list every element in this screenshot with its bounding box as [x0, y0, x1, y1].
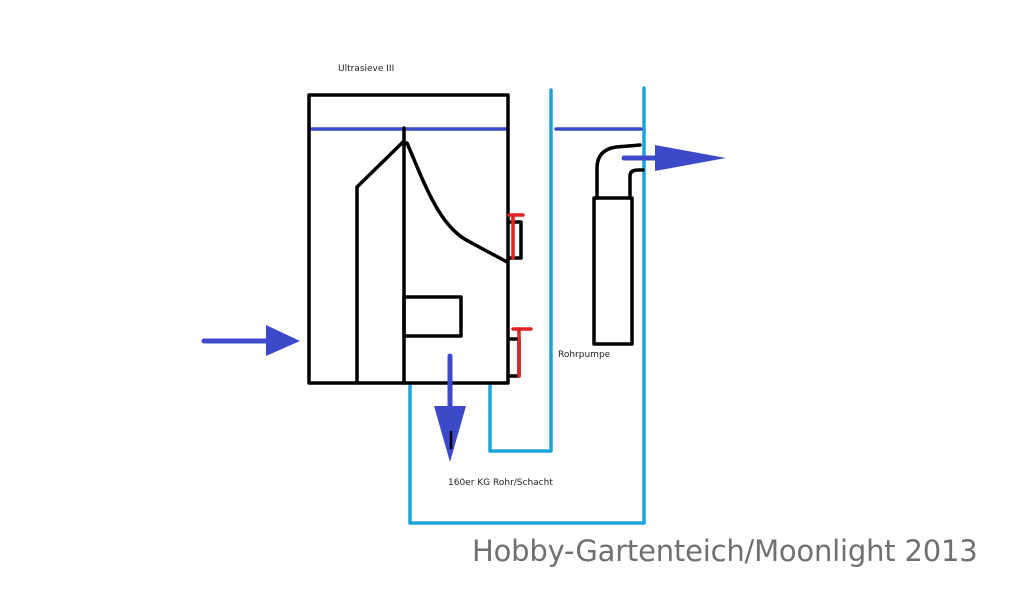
watermark: Hobby-Gartenteich/Moonlight 2013: [472, 534, 978, 568]
tube-pump: [592, 143, 645, 346]
inner-pipe: [488, 88, 553, 453]
pump-riser-inner: [628, 168, 645, 200]
pipe-label: 160er KG Rohr/Schacht: [448, 478, 553, 488]
sieve-outlet-box: [402, 295, 463, 338]
pump-body: [592, 196, 634, 346]
drain-arrow: [434, 353, 466, 462]
valve-handles: [507, 213, 533, 378]
inlet-arrow: [201, 325, 300, 356]
pipe-system: [408, 86, 646, 525]
ultrasieve-housing: [307, 93, 523, 385]
outlet-arrow: [621, 145, 726, 171]
ultrasieve-label: Ultrasieve III: [338, 64, 395, 74]
inlet-chamber-wall: [355, 140, 405, 385]
sieve-curve: [405, 141, 509, 264]
pump-label: Rohrpumpe: [558, 350, 611, 360]
pump-riser-outer: [595, 143, 642, 200]
sieve-box: [307, 93, 510, 385]
outer-pipe: [408, 86, 646, 525]
upper-valve-body: [507, 220, 523, 260]
flow-arrows: [201, 145, 726, 462]
